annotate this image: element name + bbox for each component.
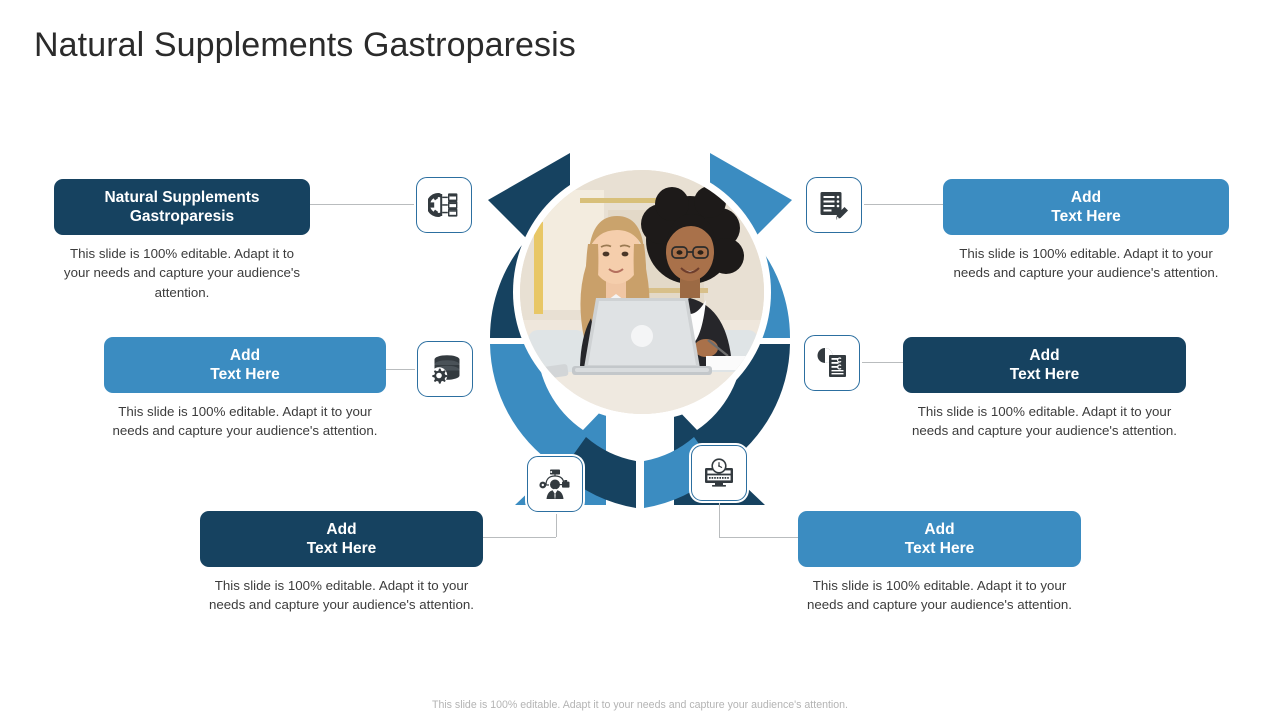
callout-heading-line2: Text Here xyxy=(904,540,975,557)
callout-heading-line1: Add xyxy=(326,521,357,538)
connector-bottom-right-v xyxy=(719,501,720,537)
callout-description: This slide is 100% editable. Adapt it to… xyxy=(807,578,1072,613)
callout-heading: Add Text Here xyxy=(104,337,386,393)
notepad-pencil-icon[interactable] xyxy=(806,177,862,233)
connector-top-left xyxy=(310,204,416,205)
callout-heading-line1: Add xyxy=(229,347,261,364)
pie-chart-report-icon[interactable] xyxy=(804,335,860,391)
connector-top-right xyxy=(862,204,944,205)
connector-bottom-left-h xyxy=(483,537,556,538)
callout-heading-line1: Add xyxy=(924,521,955,538)
center-photo-ring xyxy=(513,163,771,421)
callout-middle-right[interactable]: Add Text Here This slide is 100% editabl… xyxy=(903,337,1186,441)
database-gear-icon[interactable] xyxy=(417,341,473,397)
callout-description: This slide is 100% editable. Adapt it to… xyxy=(953,246,1219,281)
wheel-segment-bottom-left xyxy=(561,437,636,508)
callout-description: This slide is 100% editable. Adapt it to… xyxy=(63,246,301,300)
callout-heading: Natural Supplements Gastroparesis xyxy=(54,179,310,235)
callout-top-right[interactable]: Add Text Here This slide is 100% editabl… xyxy=(943,179,1229,283)
callout-description: This slide is 100% editable. Adapt it to… xyxy=(112,404,378,439)
callout-heading-line2: Text Here xyxy=(1009,366,1080,383)
callout-middle-left[interactable]: Add Text Here This slide is 100% editabl… xyxy=(104,337,386,441)
connector-middle-right xyxy=(860,362,904,363)
callout-heading-line1: Add xyxy=(1070,189,1102,206)
callout-heading: Add Text Here xyxy=(903,337,1186,393)
callout-description: This slide is 100% editable. Adapt it to… xyxy=(209,578,474,613)
gear-list-icon[interactable] xyxy=(416,177,472,233)
connector-middle-left xyxy=(386,369,417,370)
callout-heading: Add Text Here xyxy=(200,511,483,567)
callout-heading-line2: Text Here xyxy=(210,366,280,383)
slide-footer-note: This slide is 100% editable. Adapt it to… xyxy=(431,699,849,711)
page-title: Natural Supplements Gastroparesis xyxy=(34,26,576,64)
callout-heading-line1: Natural Supplements xyxy=(104,189,260,206)
connector-bottom-left-v xyxy=(556,512,557,537)
callout-heading: Add Text Here xyxy=(943,179,1229,235)
person-network-icon[interactable] xyxy=(527,456,583,512)
callout-heading-line2: Text Here xyxy=(1051,208,1121,225)
callout-heading: Add Text Here xyxy=(798,511,1081,567)
callout-bottom-left[interactable]: Add Text Here This slide is 100% editabl… xyxy=(200,511,483,615)
center-photo xyxy=(520,170,764,414)
connector-bottom-right-h xyxy=(719,537,799,538)
callout-heading-line1: Add xyxy=(1029,347,1060,364)
laptop xyxy=(572,298,712,375)
callout-description: This slide is 100% editable. Adapt it to… xyxy=(912,404,1177,439)
callout-heading-line2: Text Here xyxy=(306,540,377,557)
clock-server-icon[interactable] xyxy=(691,445,747,501)
callout-bottom-right[interactable]: Add Text Here This slide is 100% editabl… xyxy=(798,511,1081,615)
callout-heading-line2: Gastroparesis xyxy=(129,208,235,225)
callout-top-left[interactable]: Natural Supplements Gastroparesis This s… xyxy=(54,179,310,302)
